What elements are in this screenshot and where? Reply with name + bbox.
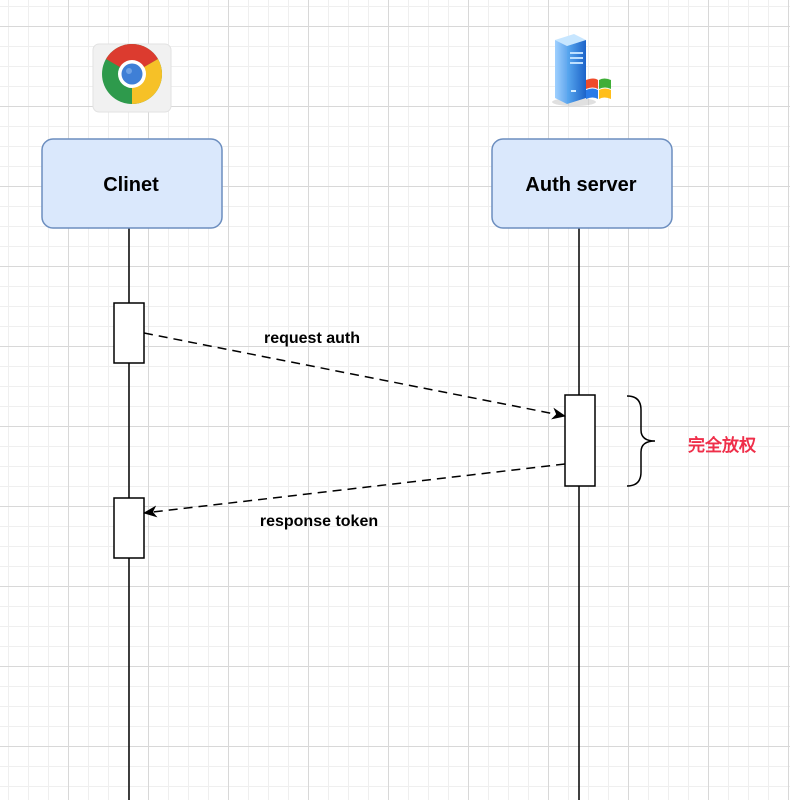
client-activation-response[interactable] [113, 497, 145, 559]
response-token-arrow [143, 463, 566, 518]
server-actor-label: Auth server [525, 174, 636, 196]
curly-brace [626, 395, 656, 487]
client-activation-request[interactable] [113, 302, 145, 364]
request-auth-label: request auth [264, 330, 360, 347]
server-activation[interactable] [564, 394, 596, 487]
server-actor[interactable]: Auth server [491, 138, 673, 229]
response-token-message[interactable]: response token [143, 463, 566, 530]
chrome-browser-icon [92, 43, 172, 113]
windows-server-icon [552, 34, 611, 106]
full-authorization-note: 完全放权 [688, 435, 757, 456]
client-actor[interactable]: Clinet [41, 138, 223, 229]
client-actor-label: Clinet [103, 174, 159, 196]
request-auth-arrow [143, 332, 566, 420]
request-auth-message[interactable]: request auth [143, 330, 566, 420]
response-token-label: response token [260, 513, 378, 530]
